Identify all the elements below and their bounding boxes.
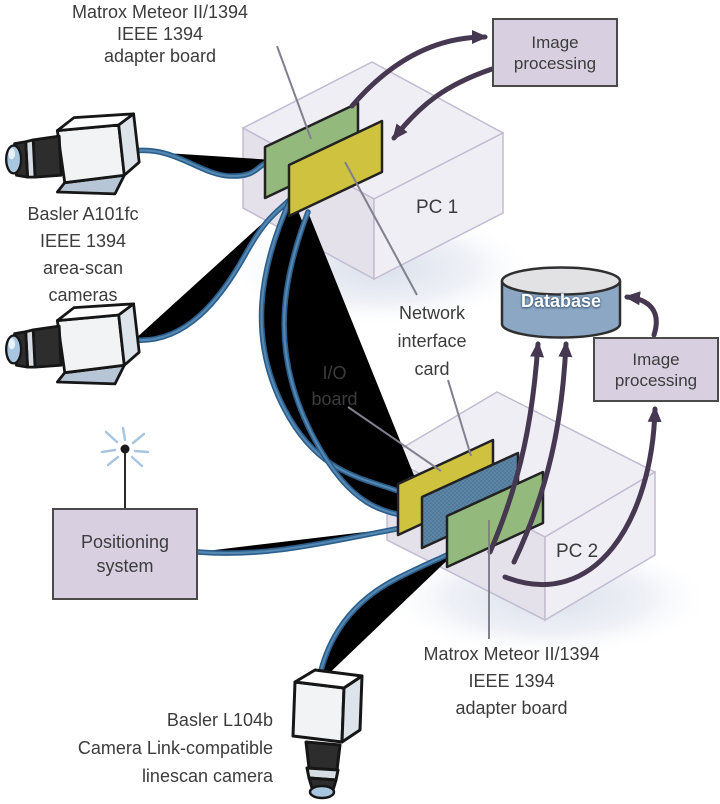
arrow-pc2-to-database-1 xyxy=(487,341,545,555)
cables xyxy=(134,150,460,684)
label-pc1: PC 1 xyxy=(416,197,458,219)
leader-lines xyxy=(276,45,490,639)
label-network-interface-card: Network interface card xyxy=(382,299,482,383)
label-line: IEEE 1394 xyxy=(116,24,204,44)
label-line: PC 1 xyxy=(416,197,459,218)
positioning-system-box: Positioning system xyxy=(52,508,198,600)
arrow-image-processing-to-pc1 xyxy=(391,66,495,141)
box-line: Positioning xyxy=(80,532,170,552)
label-pc2: PC 2 xyxy=(556,541,598,563)
label-line: Basler A101fc xyxy=(27,204,139,224)
label-line: PC 2 xyxy=(556,541,599,562)
box-line: processing xyxy=(513,53,597,73)
arrow-pc1-to-image-processing xyxy=(349,30,488,109)
label-line: adapter board xyxy=(455,698,568,718)
label-line: IEEE 1394 xyxy=(39,231,127,251)
label-basler-l104b: Basler L104b Camera Link-compatible line… xyxy=(13,706,273,790)
label-line: Camera Link-compatible xyxy=(77,738,273,758)
label-line: cameras xyxy=(48,285,118,305)
arrow-pc2-to-image-processing xyxy=(502,406,662,587)
box-line: Image xyxy=(632,349,680,369)
label-line: adapter board xyxy=(103,46,217,66)
area-scan-camera-2 xyxy=(4,302,141,386)
database-label: Database xyxy=(520,291,602,311)
data-flow-arrows xyxy=(349,30,662,587)
label-line: board xyxy=(311,389,358,409)
label-matrox-pc1: Matrox Meteor II/1394 IEEE 1394 adapter … xyxy=(20,1,300,67)
image-processing-2-box: Image processing xyxy=(593,337,719,402)
pc1-network-card-yellow xyxy=(287,119,384,218)
label-line: Basler L104b xyxy=(166,710,273,730)
label-line: Matrox Meteor II/1394 xyxy=(71,2,249,22)
linescan-camera xyxy=(291,668,364,800)
box-line: Image xyxy=(531,32,579,52)
label-matrox-pc2: Matrox Meteor II/1394 IEEE 1394 adapter … xyxy=(391,641,632,722)
label-io-board: I/O board xyxy=(292,360,377,412)
database-cylinder xyxy=(500,266,622,339)
label-line: I/O xyxy=(322,363,347,383)
label-line: Matrox Meteor II/1394 xyxy=(423,644,600,664)
label-basler-a101fc: Basler A101fc IEEE 1394 area-scan camera… xyxy=(0,201,166,309)
label-line: area-scan xyxy=(42,258,124,278)
arrow-image-processing-to-database xyxy=(624,291,659,338)
label-line: interface xyxy=(397,331,467,351)
label-line: card xyxy=(414,359,450,379)
box-line: system xyxy=(96,556,154,576)
pc2-adapter-board-green xyxy=(445,470,545,569)
arrow-pc2-to-database-2 xyxy=(511,341,573,565)
area-scan-camera-1 xyxy=(4,112,141,196)
positioning-antenna xyxy=(100,426,150,508)
label-line: linescan camera xyxy=(141,766,273,786)
label-line: Network xyxy=(398,303,465,323)
image-processing-1-box: Image processing xyxy=(492,18,618,87)
label-line: IEEE 1394 xyxy=(468,671,555,691)
box-line: processing xyxy=(614,370,698,390)
